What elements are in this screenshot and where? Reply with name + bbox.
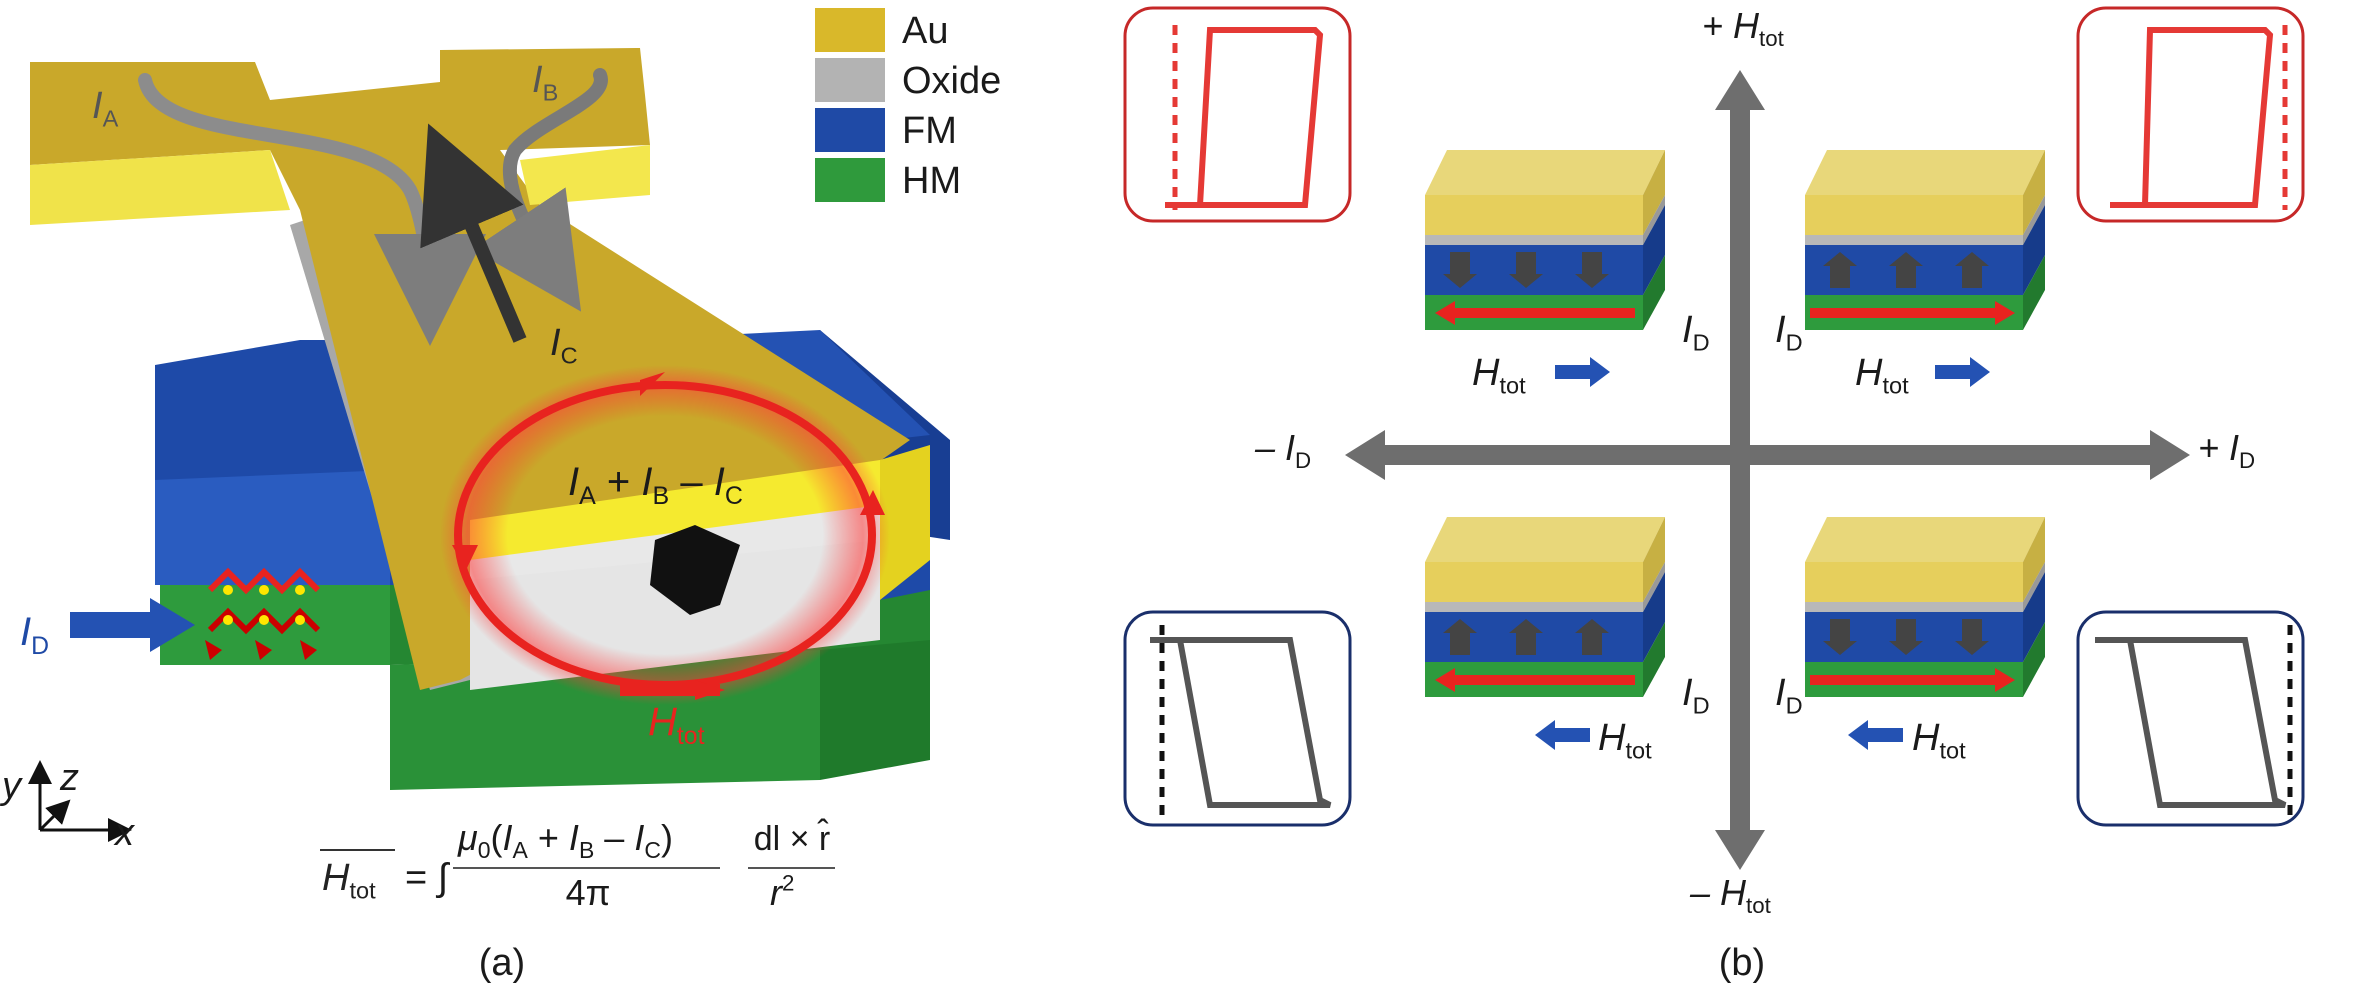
legend-swatch-oxide xyxy=(815,58,885,102)
h-arrow-tl-icon xyxy=(1555,357,1610,387)
label-axis-x: x xyxy=(113,812,136,854)
axis-label-top: + Htot xyxy=(1702,5,1785,51)
stack-br-id-label: ID xyxy=(1775,672,1803,718)
current-left-arrow-icon xyxy=(1435,668,1635,692)
stack-tl-id-label: ID xyxy=(1682,309,1710,355)
hysteresis-bottom-right xyxy=(2076,610,2305,827)
eq-lhs: Htot xyxy=(322,857,376,903)
h-arrow-bl-icon xyxy=(1535,720,1590,750)
h-arrow-tr-icon xyxy=(1935,357,1990,387)
caption-a: (a) xyxy=(479,942,525,984)
magnet-up-icon xyxy=(1823,252,1857,288)
loop-arrow-right-icon xyxy=(860,490,885,515)
hysteresis-bottom-left xyxy=(1123,610,1352,827)
stack-br-h-label: Htot xyxy=(1912,717,1966,763)
current-d-arrow-icon xyxy=(70,598,195,652)
axis-label-bottom: – Htot xyxy=(1689,872,1772,918)
stack-bl-h-label: Htot xyxy=(1598,717,1652,763)
stack-bl-id-label: ID xyxy=(1682,672,1710,718)
label-current-c: IC xyxy=(550,322,578,368)
stack-tl-h-label: Htot xyxy=(1472,352,1526,398)
loop-arrow-top-icon xyxy=(640,372,665,396)
h-arrow-br-icon xyxy=(1848,720,1903,750)
hysteresis-top-right xyxy=(2076,6,2305,223)
magnet-down-icon xyxy=(1443,252,1477,288)
label-current-b: IB xyxy=(532,59,558,105)
label-current-sum: IA + IB – IC xyxy=(568,460,743,510)
eq-numerator: μ0(IA + IB – IC) xyxy=(457,817,673,863)
panel-b xyxy=(1123,6,2305,870)
legend-label-au: Au xyxy=(902,10,948,52)
legend-swatch-au xyxy=(815,8,885,52)
eq-denominator: 4π xyxy=(566,872,611,913)
i-axis-arrow xyxy=(1345,430,2190,480)
stack-bottom-right xyxy=(1805,517,2045,697)
axis-label-left: – ID xyxy=(1254,427,1311,473)
legend-swatch-hm xyxy=(815,158,885,202)
eq-equals: = ∫ xyxy=(405,857,451,899)
current-right-arrow-icon xyxy=(1810,301,2015,325)
eq-numerator-2: dl × r̂ xyxy=(754,819,831,858)
magnet-down-icon xyxy=(1955,619,1989,655)
magnet-up-icon xyxy=(1955,252,1989,288)
magnet-up-icon xyxy=(1509,619,1543,655)
spin-chain-icon xyxy=(205,567,321,660)
stack-top-right xyxy=(1805,150,2045,330)
eq-denominator-2: r2 xyxy=(770,871,794,913)
legend-swatch-fm xyxy=(815,108,885,152)
current-c-arrow xyxy=(420,123,527,343)
current-right-arrow-icon xyxy=(1810,668,2015,692)
stack-tr-h-label: Htot xyxy=(1855,352,1909,398)
caption-b: (b) xyxy=(1719,942,1765,984)
label-current-d: ID xyxy=(20,610,49,660)
magnet-up-icon xyxy=(1443,619,1477,655)
loop-arrow-left-icon xyxy=(452,545,478,570)
hysteresis-top-left xyxy=(1123,6,1352,223)
coordinate-axes-icon xyxy=(28,760,132,842)
current-left-arrow-icon xyxy=(1435,301,1635,325)
h-axis-arrow xyxy=(1715,70,1765,870)
label-axis-z: z xyxy=(59,757,79,799)
stack-tr-id-label: ID xyxy=(1775,309,1803,355)
magnet-down-icon xyxy=(1575,252,1609,288)
panel-a xyxy=(28,48,950,869)
magnet-down-icon xyxy=(1889,619,1923,655)
label-field-h: Htot xyxy=(648,700,705,750)
magnet-up-icon xyxy=(1575,619,1609,655)
magnet-down-icon xyxy=(1509,252,1543,288)
magnet-up-icon xyxy=(1889,252,1923,288)
legend-label-hm: HM xyxy=(902,160,961,202)
legend-label-fm: FM xyxy=(902,110,957,152)
label-axis-y: y xyxy=(0,765,23,807)
axis-label-right: + ID xyxy=(2198,427,2255,473)
magnet-down-icon xyxy=(1823,619,1857,655)
label-current-a: IA xyxy=(92,85,119,131)
field-glow xyxy=(440,365,890,705)
legend-label-oxide: Oxide xyxy=(902,60,1001,102)
stack-top-left xyxy=(1425,150,1665,330)
stack-bottom-left xyxy=(1425,517,1665,697)
